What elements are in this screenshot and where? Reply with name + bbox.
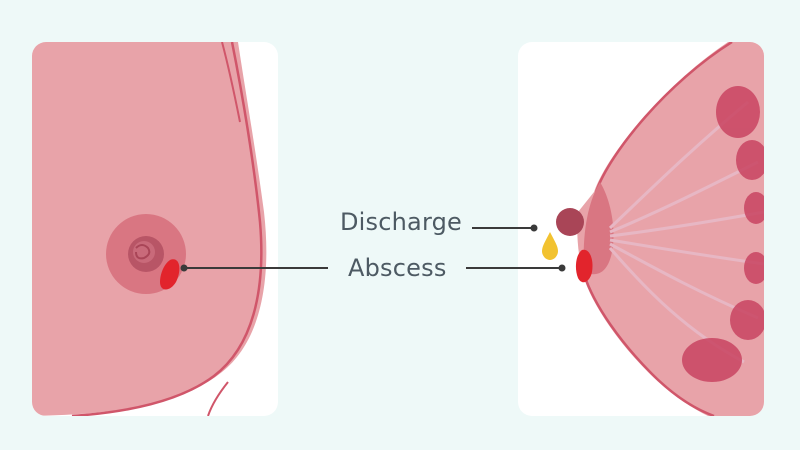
discharge-label: Discharge (340, 208, 463, 236)
discharge-leader-dot (530, 224, 538, 232)
side-nipple (556, 208, 584, 236)
front-outline-1 (71, 42, 263, 416)
side-view-panel (518, 42, 764, 416)
front-view-panel (32, 42, 278, 416)
front-abscess (160, 259, 180, 290)
front-outline-2 (221, 42, 241, 123)
abscess-leader-right-dot (558, 264, 566, 272)
discharge-drop-icon (542, 232, 558, 260)
side-abscess (575, 249, 593, 283)
side-outline (582, 42, 733, 416)
front-nipple-texture (135, 244, 151, 260)
breast-front-view-illustration (32, 42, 267, 416)
side-areola (583, 182, 614, 275)
breast-cross-section-illustration (542, 42, 764, 416)
front-outline-3 (207, 381, 229, 416)
abscess-label: Abscess (348, 254, 447, 282)
gland-lobules (682, 86, 764, 382)
abscess-leader-left-dot (180, 264, 188, 272)
